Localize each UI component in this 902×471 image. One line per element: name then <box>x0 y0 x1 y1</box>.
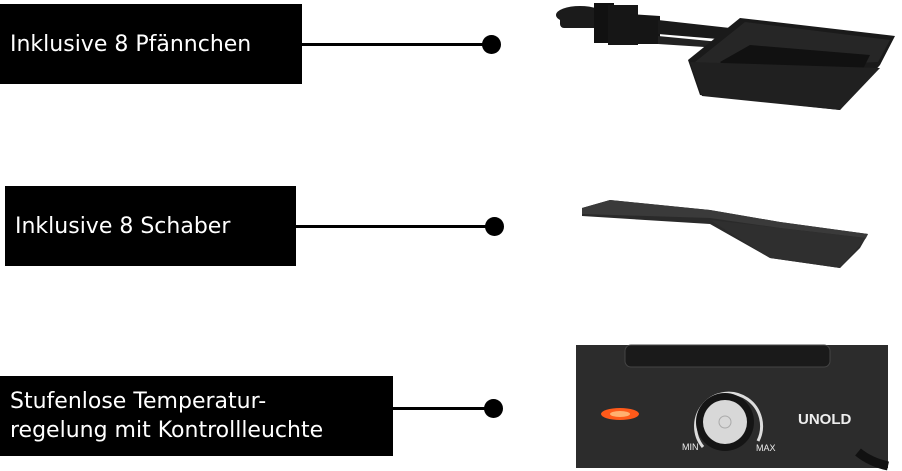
scraper-image <box>582 200 868 268</box>
connector-dot <box>482 35 501 54</box>
connector-line <box>302 43 492 46</box>
feature-label-pans: Inklusive 8 Pfännchen <box>0 4 302 84</box>
knob-min-label: MIN <box>682 442 699 452</box>
connector-dot <box>484 399 503 418</box>
control-panel-image: MIN MAX UNOLD <box>576 344 890 471</box>
connector-line <box>393 407 493 410</box>
feature-text: Inklusive 8 Schaber <box>15 213 231 239</box>
connector-dot <box>485 217 504 236</box>
raclette-pan-image <box>556 3 895 110</box>
feature-text-line-1: Stufenlose Temperatur- <box>10 389 267 414</box>
brand-logo: UNOLD <box>798 411 851 428</box>
knob-max-label: MAX <box>756 443 776 453</box>
feature-label-scrapers: Inklusive 8 Schaber <box>5 186 296 266</box>
feature-text-line-2: regelung mit Kontrollleuchte <box>10 418 324 443</box>
feature-label-temperature: Stufenlose Temperatur- regelung mit Kont… <box>0 376 393 456</box>
connector-line <box>296 225 494 228</box>
feature-text: Inklusive 8 Pfännchen <box>10 31 252 57</box>
